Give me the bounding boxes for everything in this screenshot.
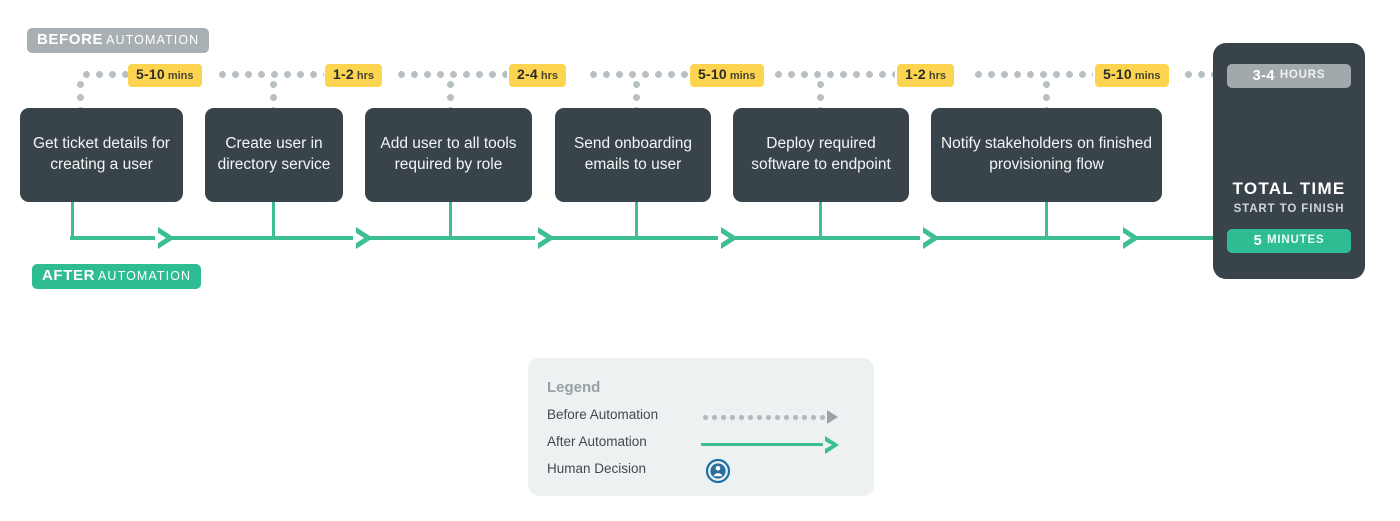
total-before-value: 3-4 [1252, 67, 1275, 84]
after-track-arrow [718, 227, 738, 249]
after-track-stem [71, 202, 74, 240]
legend-panel: Legend Before Automation After Automatio… [528, 358, 874, 496]
after-badge-strong: AFTER [42, 267, 95, 284]
process-step-label: Create user in directory service [217, 135, 331, 173]
dotted-track-stem [270, 78, 277, 108]
legend-item-after-automation: After Automation [547, 434, 857, 454]
legend-title: Legend [547, 379, 601, 396]
legend-item-label: After Automation [547, 434, 647, 449]
before-badge-strong: BEFORE [37, 31, 104, 48]
total-time-title: TOTAL TIME [1232, 179, 1346, 198]
process-step-label: Notify stakeholders on finished provisio… [940, 135, 1153, 173]
time-badge-unit: hrs [928, 70, 946, 82]
time-badge-unit: hrs [540, 70, 558, 82]
time-badge-value: 1-2 [333, 66, 354, 82]
process-step-6[interactable]: Notify stakeholders on finished provisio… [931, 108, 1162, 202]
dotted-track-stem [77, 78, 84, 108]
dotted-track-segment [216, 71, 324, 78]
dotted-track-segment [772, 71, 895, 78]
after-track-arrow [535, 227, 555, 249]
after-track-stem [449, 202, 452, 238]
time-badge-unit: mins [1134, 70, 1161, 82]
after-track-stem [1045, 202, 1048, 238]
total-time-subtitle: START TO FINISH [1233, 203, 1345, 215]
legend-item-label: Before Automation [547, 407, 659, 422]
total-before-unit: HOURS [1279, 69, 1326, 82]
dotted-track-stem [447, 78, 454, 108]
time-badge-value: 1-2 [905, 66, 926, 82]
process-step-1[interactable]: Get ticket details for creating a user [20, 108, 183, 202]
time-badge-unit: mins [167, 70, 194, 82]
total-after-value: 5 [1253, 232, 1263, 249]
legend-item-human-decision: Human Decision [547, 458, 857, 484]
dotted-track-segment [587, 71, 688, 78]
time-badge-value: 5-10 [698, 66, 727, 82]
process-step-3[interactable]: Add user to all tools required by role [365, 108, 532, 202]
total-before-badge: 3-4 HOURS [1227, 64, 1351, 88]
total-after-badge: 5 MINUTES [1227, 229, 1351, 253]
process-step-2[interactable]: Create user in directory service [205, 108, 343, 202]
time-badge-value: 2-4 [517, 66, 538, 82]
dotted-track-segment [972, 71, 1093, 78]
before-badge-light: AUTOMATION [106, 33, 200, 47]
time-badge-unit: hrs [356, 70, 374, 82]
legend-item-before-automation: Before Automation [547, 407, 857, 427]
time-badge-value: 5-10 [136, 66, 165, 82]
dotted-track-segment [1182, 71, 1228, 78]
dotted-track-stem [633, 78, 640, 108]
after-track-line [70, 236, 1230, 240]
total-after-unit: MINUTES [1267, 234, 1325, 247]
time-badge-value: 5-10 [1103, 66, 1132, 82]
human-decision-icon [705, 458, 731, 489]
process-step-label: Deploy required software to endpoint [751, 135, 891, 173]
process-step-label: Send onboarding emails to user [573, 135, 693, 173]
legend-item-label: Human Decision [547, 461, 647, 476]
time-badge-unit: mins [729, 70, 756, 82]
process-step-4[interactable]: Send onboarding emails to user [555, 108, 711, 202]
after-track-arrow [920, 227, 940, 249]
dotted-arrow-icon [701, 407, 853, 427]
solid-arrow-icon [701, 434, 853, 454]
after-track-arrow [353, 227, 373, 249]
after-track-arrow [155, 227, 175, 249]
process-step-label: Get ticket details for creating a user [33, 135, 170, 173]
after-track-stem [272, 202, 275, 238]
dotted-track-segment [80, 71, 128, 78]
after-badge-light: AUTOMATION [98, 269, 192, 283]
dotted-track-stem [817, 78, 824, 108]
process-step-5[interactable]: Deploy required software to endpoint [733, 108, 909, 202]
after-track-stem [819, 202, 822, 238]
dotted-track-segment [395, 71, 507, 78]
after-track-stem [635, 202, 638, 238]
dotted-track-stem [1043, 78, 1050, 108]
total-time-panel: 3-4 HOURS TOTAL TIME START TO FINISH 5 MIN… [1213, 43, 1365, 279]
process-step-label: Add user to all tools required by role [380, 135, 517, 173]
after-track-arrow [1120, 227, 1140, 249]
